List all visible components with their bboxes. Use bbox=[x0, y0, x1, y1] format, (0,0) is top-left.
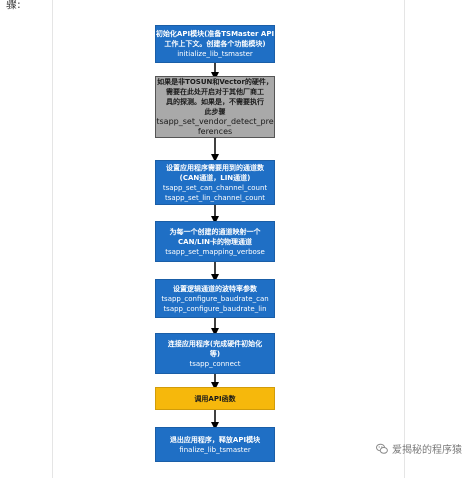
flow-step-7: 调用API函数 bbox=[155, 387, 275, 410]
flow-step-2-line: 具的探测。如果是，不需要执行 bbox=[166, 98, 264, 106]
flow-step-3-line: (CAN通道，LIN通道) bbox=[179, 173, 251, 182]
flow-step-2-line: 如果是非TOSUN和Vector的硬件， bbox=[157, 78, 273, 86]
flow-step-3-line: tsapp_set_can_channel_count bbox=[162, 183, 268, 192]
flow-step-5-line: 设置逻辑通道的波特率参数 bbox=[173, 284, 257, 293]
flow-step-1-line: 初始化API模块(准备TSMaster API bbox=[155, 30, 275, 38]
watermark: 爱揭秘的程序猿 bbox=[376, 441, 462, 456]
right-margin-rule bbox=[404, 0, 405, 478]
flow-step-2-line: ferences bbox=[197, 127, 233, 136]
flow-step-4-line: CAN/LIN卡的物理通道 bbox=[178, 237, 252, 246]
flow-step-5-line: tsapp_configure_baudrate_can bbox=[161, 294, 269, 303]
flow-step-2-line: tsapp_set_vendor_detect_pre bbox=[156, 117, 274, 126]
flow-step-1: 初始化API模块(准备TSMaster API 工作上下文。创建各个功能模块) in… bbox=[155, 25, 275, 63]
flow-step-6-line: 连接应用程序(完成硬件初始化 bbox=[167, 339, 263, 348]
flow-step-2-line: 需要在此处开启对于其他厂商工 bbox=[166, 88, 264, 96]
flow-step-2-line: 此步骤 bbox=[204, 108, 226, 116]
flow-step-3-line: 设置应用程序需要用到的通道数 bbox=[166, 163, 264, 172]
flow-step-8-line: 退出应用程序，释放API模块 bbox=[169, 435, 261, 444]
top-text-fragment: 骤: bbox=[6, 0, 21, 11]
flow-step-6: 连接应用程序(完成硬件初始化等)tsapp_connect bbox=[155, 333, 275, 374]
flow-step-8-line: finalize_lib_tsmaster bbox=[179, 445, 251, 454]
flow-step-3-line: tsapp_set_lin_channel_count bbox=[164, 193, 266, 202]
flow-step-3: 设置应用程序需要用到的通道数(CAN通道，LIN通道)tsapp_set_can… bbox=[155, 160, 275, 205]
flow-step-6-line: tsapp_connect bbox=[189, 359, 241, 368]
flow-step-4-line: tsapp_set_mapping_verbose bbox=[165, 247, 265, 256]
left-margin-rule bbox=[52, 0, 53, 478]
flow-step-5-line: tsapp_configure_baudrate_lin bbox=[163, 304, 267, 313]
flow-step-4-line: 为每一个创建的通道映射一个 bbox=[169, 227, 261, 236]
flow-step-6-line: 等) bbox=[209, 349, 221, 358]
watermark-text: 爱揭秘的程序猿 bbox=[392, 445, 462, 456]
wechat-icon bbox=[376, 443, 388, 454]
flow-step-2: 如果是非TOSUN和Vector的硬件， 需要在此处开启对于其他厂商工具的探测。如… bbox=[155, 76, 275, 138]
flow-step-7-line: 调用API函数 bbox=[194, 394, 236, 403]
flow-step-1-line: initialize_lib_tsmaster bbox=[177, 50, 253, 58]
flow-step-1-line: 工作上下文。创建各个功能模块) bbox=[164, 40, 266, 48]
